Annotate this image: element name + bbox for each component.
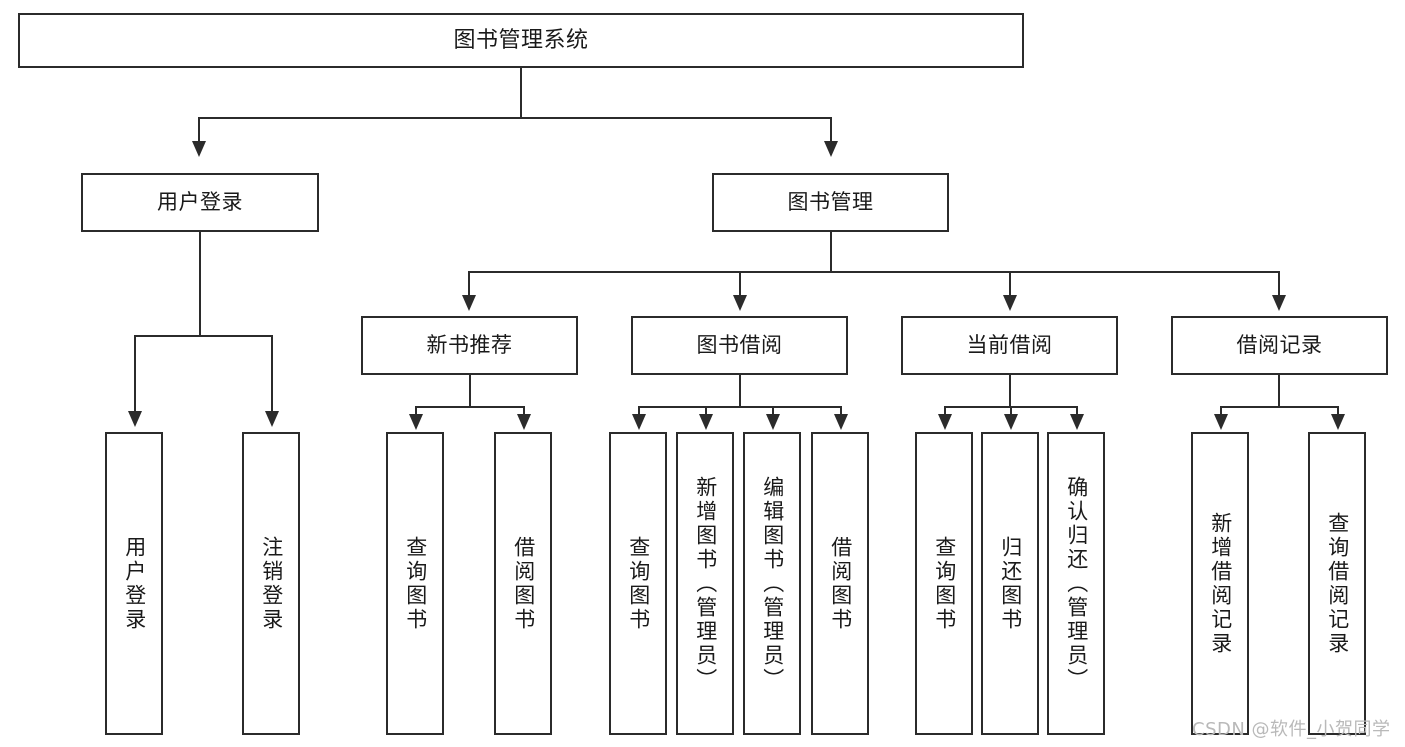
arrowhead-borrow-record-leaf-1 — [1214, 414, 1228, 430]
node-label: 新增图书（管理员） — [693, 475, 718, 692]
connector-book-borrow-leaf-2 — [705, 406, 707, 416]
leaf-current-borrow-query[interactable]: 查询图书 — [915, 432, 973, 735]
node-label: 查询图书 — [403, 535, 428, 632]
connector-borrow-record-bus — [1220, 406, 1339, 408]
arrowhead-to-book-borrow — [733, 295, 747, 311]
leaf-current-borrow-confirm-return[interactable]: 确认归还（管理员） — [1047, 432, 1105, 735]
leaf-book-borrow-edit[interactable]: 编辑图书（管理员） — [743, 432, 801, 735]
connector-to-borrow-record — [1278, 271, 1280, 297]
arrowhead-current-borrow-leaf-1 — [938, 414, 952, 430]
node-book-management[interactable]: 图书管理 — [712, 173, 949, 232]
node-label: 当前借阅 — [966, 333, 1053, 358]
node-label: 图书管理 — [787, 190, 874, 215]
connector-root-stem — [520, 68, 522, 118]
leaf-user-login-signin[interactable]: 用户登录 — [105, 432, 163, 735]
connector-user-login-leaf-2 — [271, 335, 273, 413]
node-label: 用户登录 — [157, 190, 243, 215]
node-book-borrow[interactable]: 图书借阅 — [631, 316, 848, 375]
node-label: 图书借阅 — [696, 333, 783, 358]
connector-book-borrow-leaf-1 — [638, 406, 640, 416]
arrowhead-new-book-leaf-2 — [517, 414, 531, 430]
arrowhead-to-new-book — [462, 295, 476, 311]
leaf-new-book-query[interactable]: 查询图书 — [386, 432, 444, 735]
node-label: 编辑图书（管理员） — [760, 475, 785, 692]
arrowhead-book-borrow-leaf-3 — [766, 414, 780, 430]
connector-level2-bus — [198, 117, 832, 119]
connector-new-book-leaf-2 — [523, 406, 525, 416]
connector-current-borrow-leaf-3 — [1076, 406, 1078, 416]
leaf-current-borrow-return[interactable]: 归还图书 — [981, 432, 1039, 735]
leaf-borrow-record-add[interactable]: 新增借阅记录 — [1191, 432, 1249, 735]
csdn-watermark: CSDN @软件_小贺同学 — [1192, 719, 1391, 740]
connector-book-borrow-stem — [739, 375, 741, 408]
connector-to-current-borrow — [1009, 271, 1011, 297]
node-label: 用户登录 — [122, 535, 147, 632]
arrowhead-book-borrow-leaf-4 — [834, 414, 848, 430]
connector-user-login-leaf-1 — [134, 335, 136, 413]
node-label: 图书管理系统 — [453, 27, 589, 53]
node-label: 查询借阅记录 — [1325, 511, 1350, 656]
connector-book-borrow-leaf-3 — [772, 406, 774, 416]
arrowhead-to-book-mgmt — [824, 141, 838, 157]
arrowhead-book-borrow-leaf-1 — [632, 414, 646, 430]
arrowhead-user-login-leaf-2 — [265, 411, 279, 427]
leaf-book-borrow-borrow[interactable]: 借阅图书 — [811, 432, 869, 735]
connector-current-borrow-leaf-1 — [944, 406, 946, 416]
leaf-new-book-borrow[interactable]: 借阅图书 — [494, 432, 552, 735]
node-label: 新增借阅记录 — [1208, 511, 1233, 656]
connector-to-book-mgmt — [830, 117, 832, 143]
node-label: 新书推荐 — [426, 333, 513, 358]
connector-current-borrow-leaf-2 — [1010, 406, 1012, 416]
node-label: 借阅图书 — [828, 535, 853, 632]
connector-current-borrow-stem — [1009, 375, 1011, 408]
connector-user-login-bus — [134, 335, 273, 337]
node-current-borrow[interactable]: 当前借阅 — [901, 316, 1118, 375]
node-label: 查询图书 — [932, 535, 957, 632]
connector-borrow-record-leaf-2 — [1337, 406, 1339, 416]
connector-borrow-record-leaf-1 — [1220, 406, 1222, 416]
leaf-book-borrow-add[interactable]: 新增图书（管理员） — [676, 432, 734, 735]
arrowhead-to-borrow-record — [1272, 295, 1286, 311]
node-label: 查询图书 — [626, 535, 651, 632]
node-borrow-record[interactable]: 借阅记录 — [1171, 316, 1388, 375]
connector-to-user-login — [198, 117, 200, 143]
connector-level3-bus — [468, 271, 1280, 273]
connector-to-new-book — [468, 271, 470, 297]
arrowhead-user-login-leaf-1 — [128, 411, 142, 427]
arrowhead-to-user-login — [192, 141, 206, 157]
node-label: 注销登录 — [259, 535, 284, 632]
connector-borrow-record-stem — [1278, 375, 1280, 408]
leaf-user-login-signout[interactable]: 注销登录 — [242, 432, 300, 735]
leaf-book-borrow-query[interactable]: 查询图书 — [609, 432, 667, 735]
node-label: 借阅图书 — [511, 535, 536, 632]
connector-user-login-stem — [199, 232, 201, 336]
connector-new-book-leaf-1 — [415, 406, 417, 416]
connector-book-mgmt-stem — [830, 232, 832, 273]
connector-new-book-stem — [469, 375, 471, 408]
connector-new-book-bus — [415, 406, 525, 408]
arrowhead-borrow-record-leaf-2 — [1331, 414, 1345, 430]
node-label: 确认归还（管理员） — [1064, 475, 1089, 692]
leaf-borrow-record-query[interactable]: 查询借阅记录 — [1308, 432, 1366, 735]
connector-book-borrow-leaf-4 — [840, 406, 842, 416]
connector-to-book-borrow — [739, 271, 741, 297]
arrowhead-to-current-borrow — [1003, 295, 1017, 311]
node-new-book-recommend[interactable]: 新书推荐 — [361, 316, 578, 375]
arrowhead-book-borrow-leaf-2 — [699, 414, 713, 430]
arrowhead-current-borrow-leaf-2 — [1004, 414, 1018, 430]
node-label: 借阅记录 — [1236, 333, 1323, 358]
arrowhead-current-borrow-leaf-3 — [1070, 414, 1084, 430]
connector-book-borrow-bus — [638, 406, 842, 408]
node-user-login[interactable]: 用户登录 — [81, 173, 319, 232]
arrowhead-new-book-leaf-1 — [409, 414, 423, 430]
node-label: 归还图书 — [998, 535, 1023, 632]
node-root-system[interactable]: 图书管理系统 — [18, 13, 1024, 68]
